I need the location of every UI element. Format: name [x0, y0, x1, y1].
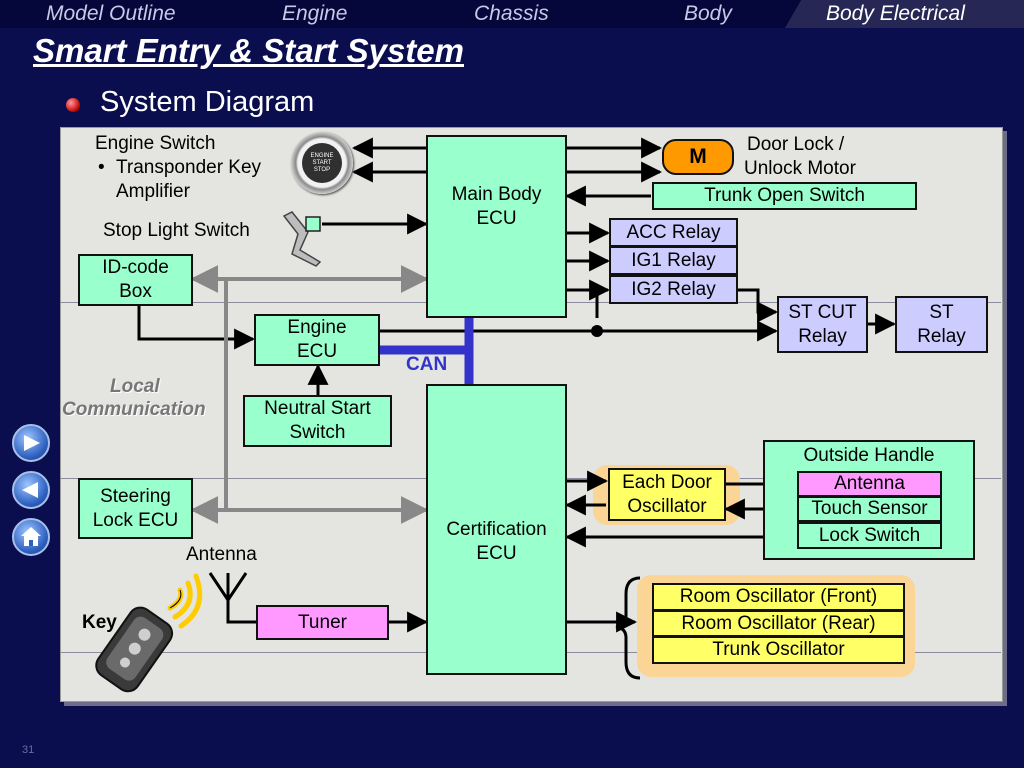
room-oscillator-rear-label: Room Oscillator (Rear) — [681, 612, 876, 634]
top-nav: Model Outline Engine Chassis Body Body E… — [0, 0, 1024, 28]
ig2-relay: IG2 Relay — [609, 275, 738, 304]
can-label: CAN — [406, 354, 448, 375]
outside-handle-label: Outside Handle — [803, 445, 935, 466]
main-body-ecu-label: Main Body — [451, 183, 542, 205]
room-oscillator-front-label: Room Oscillator (Front) — [679, 586, 878, 607]
st-cut-relay-label-2: Relay — [798, 325, 847, 347]
touch-sensor: Touch Sensor — [797, 496, 942, 522]
steering-lock-ecu-label-2: Lock ECU — [92, 509, 179, 531]
trunk-open-switch: Trunk Open Switch — [652, 182, 917, 210]
room-oscillator-front: Room Oscillator (Front) — [652, 583, 905, 611]
tab-model-outline[interactable]: Model Outline — [46, 2, 176, 25]
trunk-open-switch-label: Trunk Open Switch — [704, 185, 865, 206]
trunk-oscillator-label: Trunk Oscillator — [712, 639, 845, 660]
tab-body-electrical[interactable]: Body Electrical — [826, 2, 965, 25]
engine-switch-label: Engine Switch — [95, 133, 216, 154]
engine-ecu: Engine ECU — [254, 314, 380, 366]
lock-switch: Lock Switch — [797, 522, 942, 549]
st-relay-label: ST — [929, 301, 954, 323]
tab-engine[interactable]: Engine — [282, 2, 348, 25]
tuner: Tuner — [256, 605, 389, 640]
steering-lock-ecu: Steering Lock ECU — [78, 478, 193, 539]
st-cut-relay-label: ST CUT — [788, 301, 857, 323]
transponder-label: Transponder Key — [116, 157, 262, 178]
door-lock-label: Door Lock / — [747, 134, 845, 155]
page-number: 31 — [22, 744, 35, 756]
tab-chassis[interactable]: Chassis — [474, 2, 549, 25]
neutral-start-switch-label-2: Switch — [289, 422, 346, 443]
stop-light-switch-label: Stop Light Switch — [103, 220, 250, 241]
button-text-stop: STOP — [313, 166, 331, 173]
id-code-box-label: ID-code — [102, 257, 169, 278]
trunk-oscillator: Trunk Oscillator — [652, 636, 905, 664]
st-relay-label-2: Relay — [917, 325, 966, 347]
page-subtitle: System Diagram — [100, 86, 315, 118]
each-door-oscillator-label: Each Door — [622, 471, 712, 493]
unlock-motor-label: Unlock Motor — [744, 158, 856, 179]
engine-start-button-icon: ENGINE START STOP — [291, 132, 353, 194]
id-code-box-label-2: Box — [119, 281, 152, 302]
touch-sensor-label: Touch Sensor — [811, 498, 928, 519]
each-door-oscillator-label-2: Oscillator — [627, 495, 707, 517]
next-arrow-icon[interactable] — [12, 424, 50, 462]
tuner-label: Tuner — [298, 611, 347, 633]
each-door-oscillator: Each Door Oscillator — [608, 468, 726, 521]
ig1-relay-label: IG1 Relay — [631, 249, 716, 271]
main-body-ecu: Main Body ECU — [426, 135, 567, 318]
button-text-engine: ENGINE — [310, 152, 334, 159]
neutral-start-switch: Neutral Start Switch — [243, 395, 392, 447]
engine-ecu-label-2: ECU — [296, 341, 338, 362]
certification-ecu-label: Certification — [446, 519, 547, 540]
steering-lock-ecu-label: Steering — [100, 485, 171, 507]
key-label: Key — [82, 612, 117, 633]
room-oscillator-rear: Room Oscillator (Rear) — [652, 610, 905, 637]
amplifier-label: Amplifier — [116, 181, 190, 202]
certification-ecu-label-2: ECU — [476, 543, 517, 564]
engine-ecu-label: Engine — [287, 317, 347, 338]
st-relay: ST Relay — [895, 296, 988, 353]
st-cut-relay: ST CUT Relay — [777, 296, 868, 353]
home-icon[interactable] — [12, 518, 50, 556]
ig2-relay-label: IG2 Relay — [631, 278, 716, 300]
neutral-start-switch-label: Neutral Start — [264, 398, 371, 419]
local-communication-label-2: Communication — [62, 399, 206, 420]
handle-antenna-label: Antenna — [834, 473, 905, 494]
bullet-icon — [66, 98, 80, 112]
antenna-label: Antenna — [186, 544, 257, 565]
motor-symbol: M — [689, 145, 707, 168]
ig1-relay: IG1 Relay — [609, 246, 738, 275]
acc-relay: ACC Relay — [609, 218, 738, 247]
id-code-box: ID-code Box — [78, 254, 193, 306]
tab-body[interactable]: Body — [684, 2, 732, 25]
door-lock-motor: M — [662, 139, 734, 175]
back-arrow-icon[interactable] — [12, 471, 50, 509]
handle-antenna: Antenna — [797, 471, 942, 497]
local-communication-label: Local — [110, 376, 160, 397]
main-body-ecu-label-2: ECU — [476, 207, 517, 229]
page-title: Smart Entry & Start System — [33, 32, 464, 69]
certification-ecu: Certification ECU — [426, 384, 567, 675]
lock-switch-label: Lock Switch — [818, 524, 921, 546]
acc-relay-label: ACC Relay — [626, 221, 721, 243]
button-text-start: START — [312, 159, 332, 166]
transponder-bullet: • — [98, 157, 105, 178]
